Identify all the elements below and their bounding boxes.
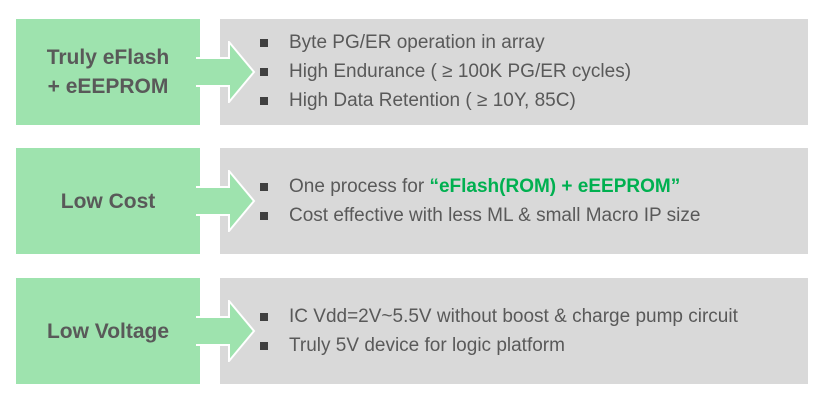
- description-box: One process for “eFlash(ROM) + eEEPROM” …: [220, 148, 808, 254]
- bullet-square-icon: [260, 182, 268, 191]
- bullet-item: High Data Retention ( ≥ 10Y, 85C): [260, 87, 631, 116]
- bullet-text: Cost effective with less ML & small Macr…: [289, 204, 701, 226]
- bullet-text: High Data Retention ( ≥ 10Y, 85C): [289, 90, 576, 111]
- bullet-text: High Endurance ( ≥ 100K PG/ER cycles): [289, 61, 632, 82]
- right-arrow-icon: [196, 300, 256, 362]
- bullet-text: Truly 5V device for logic platform: [289, 334, 565, 356]
- label-line: Truly eFlash: [46, 46, 170, 69]
- label-line: + eEEPROM: [47, 75, 169, 98]
- highlight-text: “eFlash(ROM) + eEEPROM”: [429, 175, 681, 197]
- right-arrow-icon: [196, 170, 256, 232]
- label-line: Low Cost: [60, 189, 156, 213]
- bullet-item: Cost effective with less ML & small Macr…: [260, 201, 700, 230]
- bullet-text: One process for: [289, 175, 430, 197]
- bullet-item: High Endurance ( ≥ 100K PG/ER cycles): [260, 58, 631, 87]
- right-arrow-icon: [196, 41, 256, 103]
- bullet-item: Byte PG/ER operation in array: [260, 29, 631, 58]
- feature-row-low-voltage: IC Vdd=2V~5.5V without boost & charge pu…: [0, 278, 826, 384]
- bullet-square-icon: [260, 211, 268, 220]
- bullet-text: IC Vdd=2V~5.5V without boost & charge pu…: [289, 305, 738, 327]
- bullet-list: One process for “eFlash(ROM) + eEEPROM” …: [260, 148, 700, 254]
- feature-label: Low Cost: [16, 148, 200, 254]
- bullet-text: Byte PG/ER operation in array: [289, 32, 545, 53]
- bullet-item: Truly 5V device for logic platform: [260, 331, 738, 360]
- feature-row-eflash: Byte PG/ER operation in array High Endur…: [0, 19, 826, 125]
- feature-row-low-cost: One process for “eFlash(ROM) + eEEPROM” …: [0, 148, 826, 254]
- bullet-square-icon: [260, 312, 268, 321]
- bullet-list: Byte PG/ER operation in array High Endur…: [260, 19, 631, 125]
- description-box: IC Vdd=2V~5.5V without boost & charge pu…: [220, 278, 808, 384]
- feature-label: Truly eFlash + eEEPROM: [16, 19, 200, 125]
- bullet-square-icon: [260, 341, 268, 350]
- feature-label: Low Voltage: [16, 278, 200, 384]
- label-line: Low Voltage: [46, 319, 170, 343]
- bullet-item: One process for “eFlash(ROM) + eEEPROM”: [260, 172, 700, 201]
- bullet-square-icon: [260, 68, 268, 76]
- bullet-list: IC Vdd=2V~5.5V without boost & charge pu…: [260, 278, 738, 384]
- bullet-square-icon: [260, 39, 268, 47]
- description-box: Byte PG/ER operation in array High Endur…: [220, 19, 808, 125]
- bullet-square-icon: [260, 97, 268, 105]
- bullet-item: IC Vdd=2V~5.5V without boost & charge pu…: [260, 302, 738, 331]
